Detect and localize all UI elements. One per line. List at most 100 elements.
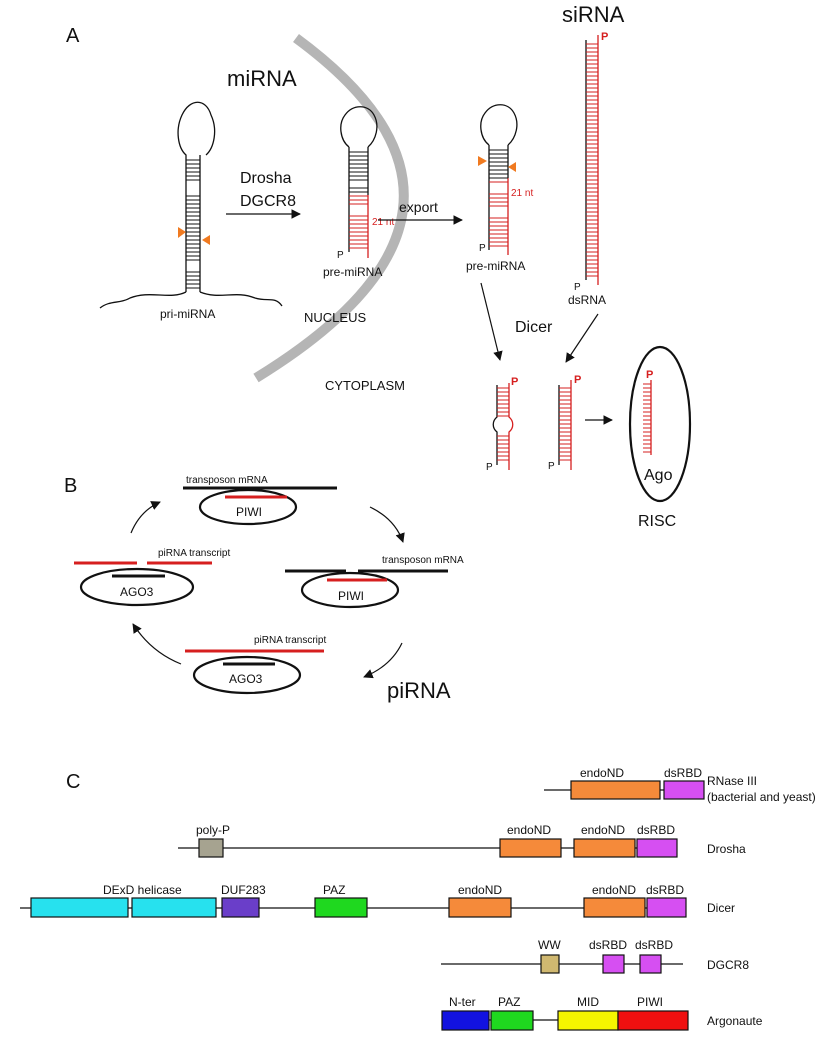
dicer-arrow-right [565,313,599,363]
top-transposon-label: transposon mRNA [186,475,268,486]
cleavage-site-icon [202,235,210,245]
domain-label: endoND [592,883,636,897]
cleavage-site-icon [478,156,487,166]
domain-label: poly-P [196,823,230,837]
domain-label: endoND [458,883,502,897]
piwi-domain [617,1010,689,1031]
mirna-duplex [492,383,514,470]
paz-domain [314,897,368,918]
domain-label: dsRBD [646,883,684,897]
domain-row-drosha: poly-P endoND endoND dsRBD Drosha [178,823,746,858]
cycle-arrow [369,506,405,543]
cleavage-site-icon [178,227,186,238]
p-marker-red: P [511,376,518,388]
panel-a-letter: A [66,25,80,47]
domain-label: dsRBD [637,823,675,837]
domain-row-rnase-iii: endoND dsRBD RNase III (bacterial and ye… [544,766,816,804]
domain-row-argonaute: N-ter PAZ MID PIWI Argonaute [441,995,763,1031]
domain-label: PAZ [498,995,520,1009]
piwi-top-label: PIWI [236,505,262,519]
ago3-bottom-label: AGO3 [229,672,263,686]
dsrbd-domain [602,954,625,974]
piwi-complex-right [300,571,400,609]
left-pirna-label: piRNA transcript [158,548,230,559]
p-marker: P [486,462,493,473]
sirna-duplex [558,380,572,470]
cycle-arrow [363,642,403,679]
p-marker-red: P [574,374,581,386]
nuclear-membrane [253,33,409,383]
mid-domain [557,1010,619,1031]
piwi-right-label: PIWI [338,589,364,603]
sirna-title: siRNA [562,2,625,27]
drosha-label: Drosha [240,170,292,187]
pri-mirna-label: pri-miRNA [160,307,215,321]
domain-label: endoND [507,823,551,837]
bottom-pirna-label: piRNA transcript [254,635,326,646]
poly-p-domain [198,838,224,858]
dsrna-duplex [585,35,599,285]
domain-label: DUF283 [221,883,266,897]
pre-mirna-hairpin-nucleus [340,106,378,258]
domain-row-dicer: DExD helicase DUF283 PAZ endoND endoND d… [20,883,735,918]
panel-c-letter: C [66,771,80,793]
protein-name: RNase III [707,774,757,788]
cycle-arrow [132,623,182,665]
domain-row-dgcr8: WW dsRBD dsRBD DGCR8 [441,938,749,974]
paz-domain [490,1010,534,1031]
guide-strand [643,380,652,455]
p-marker: P [337,250,344,261]
cleavage-site-icon [508,162,516,172]
helicase-domain [30,897,129,918]
dsrna-label: dsRNA [568,293,606,307]
ago3-left-label: AGO3 [120,585,154,599]
export-label: export [399,199,438,215]
nucleus-label: NUCLEUS [304,310,366,325]
p-marker-red: P [601,31,608,43]
endond-domain [499,838,562,858]
p-marker: P [548,461,555,472]
dsrbd-domain [636,838,678,858]
domain-label: dsRBD [664,766,702,780]
pri-mirna-hairpin [99,101,283,309]
cycle-arrow [130,501,161,534]
domain-label: DExD helicase [103,883,182,897]
pre-mirna-hairpin-cytoplasm [478,104,518,255]
domain-label: MID [577,995,599,1009]
dicer-arrow-left [480,282,503,361]
domain-label: dsRBD [635,938,673,952]
protein-name: Drosha [707,842,746,856]
domain-label: PAZ [323,883,345,897]
panel-b-letter: B [64,475,77,497]
domain-label: endoND [581,823,625,837]
pre-mirna-label-2: pre-miRNA [466,259,525,273]
protein-name: Argonaute [707,1014,763,1028]
dgcr8-label: DGCR8 [240,193,296,210]
mirna-title: miRNA [227,66,297,91]
nt-label-1: 21 nt [372,217,394,228]
p-marker: P [574,282,581,293]
endond-domain [573,838,636,858]
cytoplasm-label: CYTOPLASM [325,378,405,393]
domain-label: dsRBD [589,938,627,952]
nter-domain [441,1010,490,1031]
pre-mirna-label-1: pre-miRNA [323,265,382,279]
endond-domain [583,897,646,918]
right-transposon-label: transposon mRNA [382,555,464,566]
dsrbd-domain [663,780,705,800]
protein-name-note: (bacterial and yeast) [707,790,816,804]
domain-label: WW [538,938,561,952]
risc-label: RISC [638,513,676,530]
domain-label: PIWI [637,995,663,1009]
piwi-complex-top [198,488,298,526]
domain-label: N-ter [449,995,476,1009]
nt-label-2: 21 nt [511,188,533,199]
ago3-complex-left [79,567,195,607]
dicer-label: Dicer [515,319,553,336]
helicase-domain [131,897,217,918]
ww-domain [540,954,560,974]
endond-domain [570,780,661,800]
pirna-title: piRNA [387,678,451,703]
domain-label: endoND [580,766,624,780]
